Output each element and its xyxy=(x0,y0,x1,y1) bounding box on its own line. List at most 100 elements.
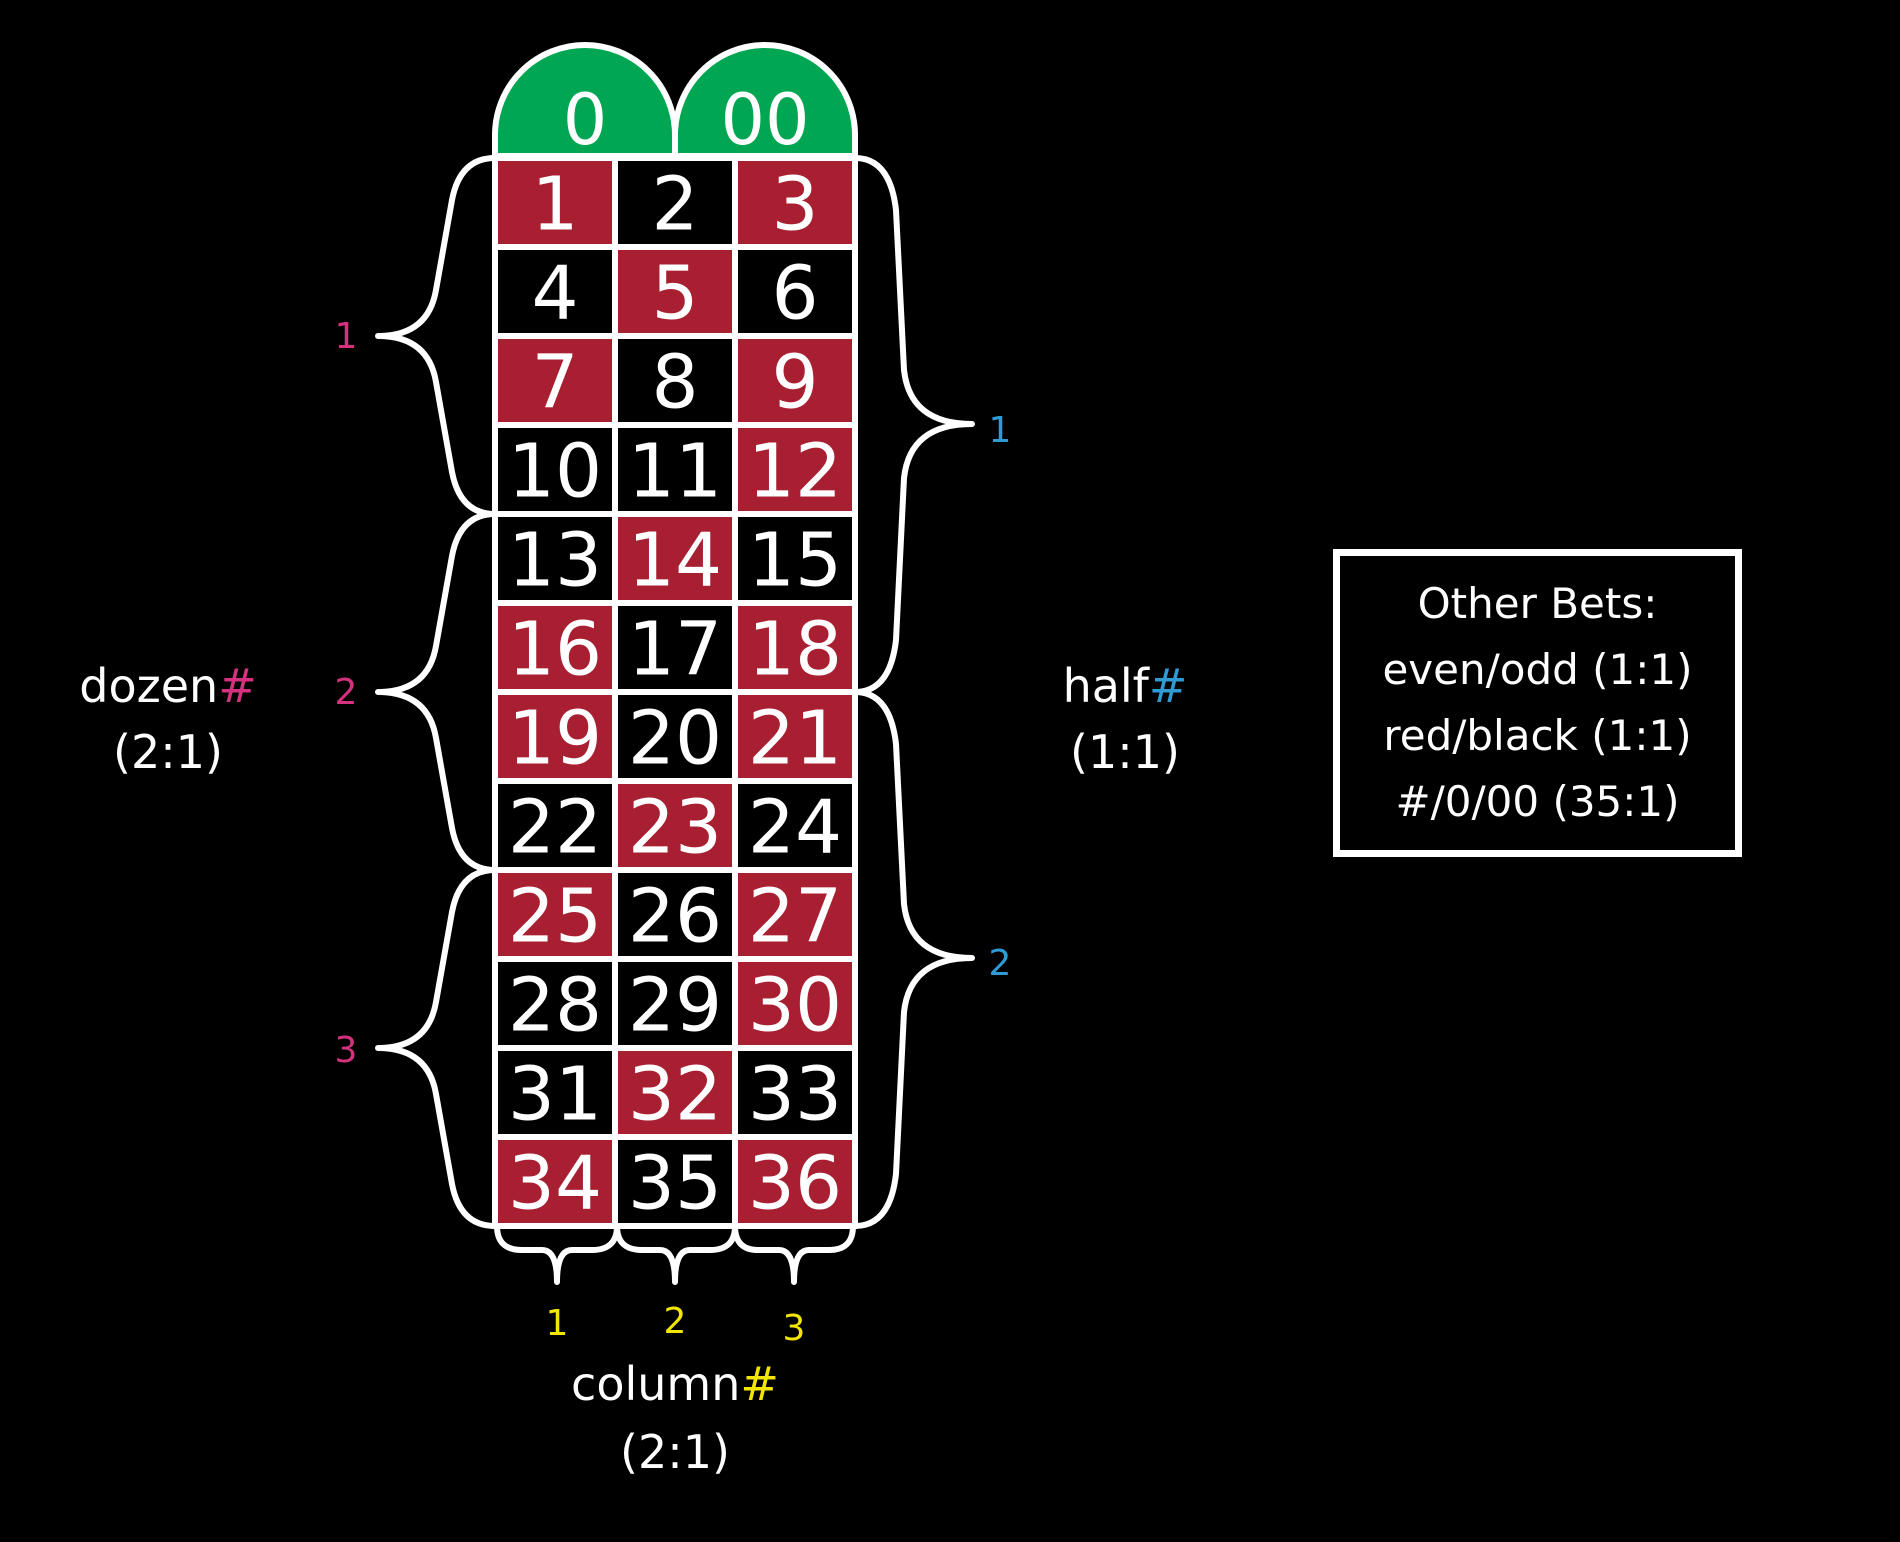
number-label: 28 xyxy=(508,963,602,1049)
number-label: 22 xyxy=(508,785,602,871)
number-cell-27: 27 xyxy=(732,867,858,962)
column-word: column xyxy=(571,1357,740,1411)
number-label: 30 xyxy=(748,963,842,1049)
number-label: 1 xyxy=(531,162,578,248)
number-cell-21: 21 xyxy=(732,689,858,784)
number-cell-7: 7 xyxy=(492,333,618,428)
number-cell-bg xyxy=(732,867,858,962)
other-bets-even-odd: even/odd (1:1) xyxy=(1382,645,1693,694)
column-index-3: 3 xyxy=(783,1308,806,1349)
number-label: 8 xyxy=(651,340,698,426)
half-payout: (1:1) xyxy=(1070,725,1180,779)
number-cell-bg xyxy=(732,244,858,339)
number-cell-35: 35 xyxy=(612,1134,738,1229)
number-cell-34: 34 xyxy=(492,1134,618,1229)
dozen-index-3: 3 xyxy=(335,1030,358,1071)
number-cell-bg xyxy=(492,244,618,339)
column-index-2: 2 xyxy=(664,1301,687,1342)
number-cell-bg xyxy=(492,1045,618,1140)
number-label: 15 xyxy=(748,518,842,604)
number-cell-10: 10 xyxy=(492,422,618,517)
column-brace-1 xyxy=(494,1223,620,1285)
number-label: 14 xyxy=(628,518,722,604)
number-cell-18: 18 xyxy=(732,600,858,695)
half-index-1: 1 xyxy=(989,410,1012,451)
dozen-label: dozen# xyxy=(79,659,257,713)
number-label: 11 xyxy=(628,429,722,515)
number-cell-24: 24 xyxy=(732,778,858,873)
other-bets-title: Other Bets: xyxy=(1417,579,1658,628)
number-label: 33 xyxy=(748,1052,842,1138)
other-bets-box: Other Bets: even/odd (1:1) red/black (1:… xyxy=(1333,549,1742,857)
column-payout: (2:1) xyxy=(620,1425,730,1479)
number-label: 25 xyxy=(508,874,602,960)
zero-label: 0 xyxy=(563,79,608,161)
number-label: 6 xyxy=(771,251,818,337)
dozen-brace-2 xyxy=(375,511,498,873)
number-cell-bg xyxy=(732,1134,858,1229)
number-cell-bg xyxy=(612,511,738,606)
number-label: 35 xyxy=(628,1141,722,1227)
number-cell-36: 36 xyxy=(732,1134,858,1229)
other-bets-straight-up: #/0/00 (35:1) xyxy=(1395,777,1680,826)
number-cell-11: 11 xyxy=(612,422,738,517)
number-label: 9 xyxy=(771,340,818,426)
dozen-word: dozen xyxy=(79,659,218,713)
number-label: 32 xyxy=(628,1052,722,1138)
double-zero-label: 00 xyxy=(720,79,809,161)
number-cell-bg xyxy=(492,778,618,873)
number-cell-31: 31 xyxy=(492,1045,618,1140)
column-braces xyxy=(494,1223,856,1285)
number-label: 36 xyxy=(748,1141,842,1227)
number-label: 29 xyxy=(628,963,722,1049)
number-cell-29: 29 xyxy=(612,956,738,1051)
number-cell-bg xyxy=(612,689,738,784)
number-cell-1: 1 xyxy=(492,155,618,250)
number-cell-bg xyxy=(612,600,738,695)
number-cell-bg xyxy=(492,155,618,250)
dozen-index-2: 2 xyxy=(335,672,358,713)
number-label: 18 xyxy=(748,607,842,693)
number-cell-bg xyxy=(492,333,618,428)
dozen-brace-3 xyxy=(375,867,498,1229)
half-hash: # xyxy=(1149,659,1188,713)
half-index-2: 2 xyxy=(989,943,1012,984)
number-cell-20: 20 xyxy=(612,689,738,784)
column-brace-2 xyxy=(614,1223,738,1285)
number-label: 4 xyxy=(531,251,578,337)
number-label: 34 xyxy=(508,1141,602,1227)
dozen-index-1: 1 xyxy=(335,316,358,357)
zero-pocket-0 xyxy=(492,42,678,159)
number-label: 13 xyxy=(508,518,602,604)
number-cell-19: 19 xyxy=(492,689,618,784)
number-cell-bg xyxy=(732,422,858,517)
half-word: half xyxy=(1063,659,1151,713)
number-cell-26: 26 xyxy=(612,867,738,962)
half-label: half# xyxy=(1063,659,1188,713)
number-cell-4: 4 xyxy=(492,244,618,339)
dozen-braces xyxy=(375,155,498,1229)
number-cell-bg xyxy=(732,155,858,250)
number-label: 16 xyxy=(508,607,602,693)
number-cell-bg xyxy=(612,244,738,339)
number-label: 5 xyxy=(651,251,698,337)
number-label: 12 xyxy=(748,429,842,515)
half-brace-1 xyxy=(852,155,975,695)
column-hash: # xyxy=(740,1357,779,1411)
number-label: 21 xyxy=(748,696,842,782)
number-cell-28: 28 xyxy=(492,956,618,1051)
dozen-brace-1 xyxy=(375,155,498,517)
number-cell-22: 22 xyxy=(492,778,618,873)
number-cell-5: 5 xyxy=(612,244,738,339)
zero-pocket-00 xyxy=(672,42,858,159)
number-cell-bg xyxy=(492,422,618,517)
number-cell-bg xyxy=(732,956,858,1051)
number-cell-bg xyxy=(732,778,858,873)
number-label: 10 xyxy=(508,429,602,515)
number-label: 19 xyxy=(508,696,602,782)
number-cell-32: 32 xyxy=(612,1045,738,1140)
number-cell-33: 33 xyxy=(732,1045,858,1140)
number-cell-13: 13 xyxy=(492,511,618,606)
other-bets-red-black: red/black (1:1) xyxy=(1383,711,1692,760)
